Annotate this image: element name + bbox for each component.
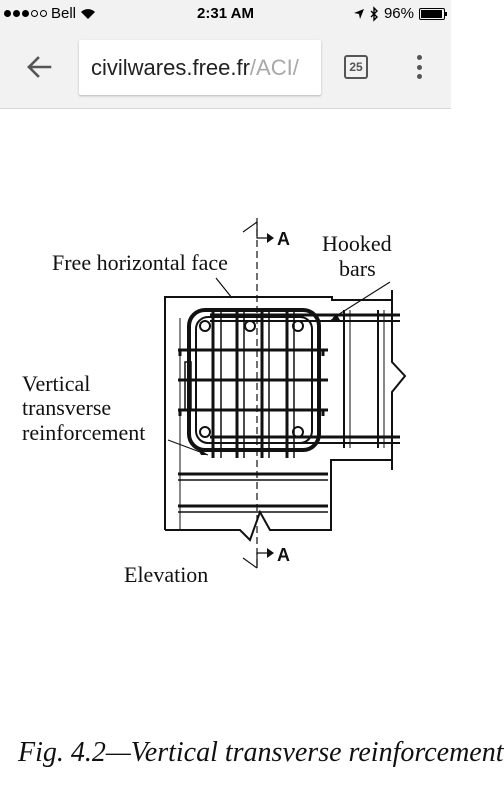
bluetooth-icon: [370, 5, 378, 22]
reinforcement-figure: Free horizontal face Hooked bars Vertica…: [22, 218, 407, 587]
label-vertical-line2: transverse: [22, 395, 111, 420]
figure-caption: Fig. 4.2—Vertical transverse reinforceme…: [18, 737, 504, 768]
label-hooked-line2: bars: [339, 256, 376, 281]
concrete-outline-right: [165, 459, 393, 542]
label-vertical-line1: Vertical: [22, 371, 90, 396]
wifi-icon: [81, 8, 96, 19]
battery-percent: 96%: [383, 5, 414, 22]
battery-icon: [419, 7, 447, 20]
label-section-bottom: A: [277, 545, 290, 565]
label-hooked-line1: Hooked: [322, 231, 392, 256]
concrete-break-right: [391, 290, 407, 470]
label-vertical-line3: reinforcement: [22, 420, 145, 445]
carrier-name: Bell: [51, 5, 77, 22]
url-host: civilwares.free.fr: [91, 55, 250, 80]
address-bar[interactable]: civilwares.free.fr/ACI/: [79, 40, 321, 95]
status-bar: Bell 2:31 AM 96%: [0, 0, 451, 30]
status-left: Bell: [4, 5, 96, 22]
url-path: /ACI/: [249, 55, 299, 80]
label-free-horizontal-face: Free horizontal face: [52, 250, 228, 275]
status-right: 96%: [353, 5, 447, 22]
signal-strength-icon: [4, 10, 47, 17]
tab-count: 25: [349, 60, 363, 74]
location-arrow-icon: [353, 8, 364, 19]
label-elevation: Elevation: [124, 562, 208, 587]
overflow-menu-icon[interactable]: [412, 53, 426, 81]
tabs-button[interactable]: 25: [344, 55, 368, 79]
label-section-top: A: [277, 229, 290, 249]
status-time: 2:31 AM: [197, 5, 254, 22]
browser-toolbar: civilwares.free.fr/ACI/ 25: [0, 30, 451, 109]
arrow-left-icon[interactable]: [24, 52, 54, 82]
battery-fill: [421, 9, 443, 18]
